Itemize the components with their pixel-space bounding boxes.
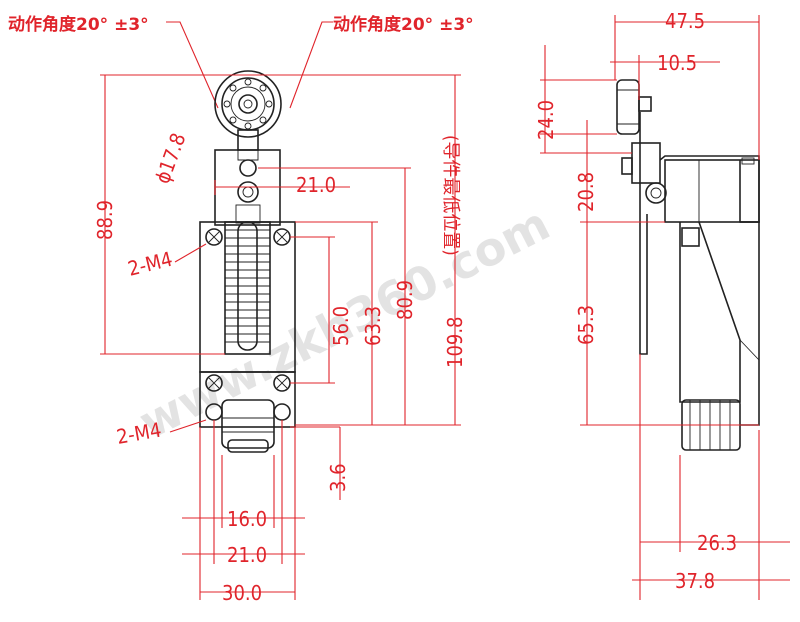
dim-line-16-0 (182, 455, 305, 528)
dim-line-65-3 (580, 222, 759, 426)
dim-88-9: 88.9 (93, 200, 117, 240)
dim-line-10-5 (610, 55, 720, 100)
dim-21-0-top: 21.0 (296, 173, 336, 197)
dim-line-47-5 (614, 15, 760, 160)
dim-63-3: 63.3 (361, 306, 385, 346)
dim-21-0: 21.0 (227, 543, 267, 567)
dim-30-0: 30.0 (222, 581, 262, 605)
dim-line-24-0 (540, 45, 617, 153)
dim-line-30-0 (199, 427, 296, 600)
dim-26-3: 26.3 (697, 531, 737, 555)
dim-10-5: 10.5 (657, 51, 697, 75)
dim-47-5: 47.5 (665, 9, 705, 33)
label-2-m4-top: 2-M4 (125, 247, 174, 281)
dim-80-9: 80.9 (393, 280, 417, 320)
leader-2-m4-bottom (169, 419, 207, 433)
dim-37-8: 37.8 (675, 569, 715, 593)
dim-56-0: 56.0 (329, 306, 353, 346)
dim-65-3: 65.3 (574, 305, 598, 345)
dim-line-3-6 (290, 426, 341, 500)
dim-line-109-8 (230, 74, 461, 426)
side-view-body (616, 79, 760, 451)
dim-line-63-3 (295, 221, 378, 425)
angle-label-left: 动作角度20° ±3° (8, 14, 149, 35)
dim-3-6: 3.6 (326, 463, 350, 492)
dim-20-8: 20.8 (574, 172, 598, 212)
dim-line-21-0 (182, 420, 305, 564)
dim-line-56-0 (290, 236, 335, 384)
dim-109-8: 109.8 (443, 317, 467, 369)
dim-line-20-8 (540, 120, 665, 223)
dim-line-21-top (214, 180, 350, 195)
angle-leader-left (166, 21, 219, 109)
angle-leader-right (289, 21, 333, 109)
dim-phi-17-8: ϕ17.8 (150, 130, 190, 187)
note-lowest-position: (导件最低位置) (440, 135, 461, 256)
dim-line-80-9 (258, 167, 411, 425)
leader-2-m4-top (174, 243, 207, 263)
dim-line-26-3 (639, 354, 790, 600)
dim-line-37-8 (632, 430, 790, 600)
dim-line-88-9 (100, 74, 230, 355)
dim-16-0: 16.0 (227, 507, 267, 531)
dim-24-0: 24.0 (534, 100, 558, 140)
angle-label-right: 动作角度20° ±3° (333, 14, 474, 35)
